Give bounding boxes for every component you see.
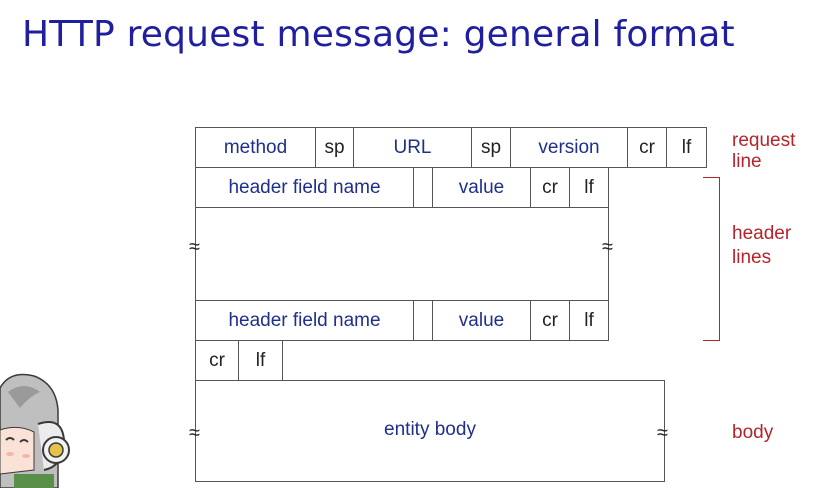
separator-cell — [414, 301, 433, 340]
ellipsis-symbol: ≈ — [189, 422, 200, 444]
cr-cell: cr — [531, 301, 570, 340]
method-cell: method — [196, 128, 316, 167]
ellipsis-symbol: ≈ — [602, 236, 613, 258]
header-lines-block: header field name value cr lf header fie… — [195, 167, 609, 341]
value-cell: value — [433, 168, 531, 207]
header-field-name-cell: header field name — [196, 301, 414, 340]
sp-cell: sp — [472, 128, 511, 167]
header-lines-label: header lines — [732, 222, 791, 270]
blank-line-row: cr lf — [195, 340, 283, 381]
version-cell: version — [511, 128, 628, 167]
header-lines-label-line-1: header — [732, 223, 792, 244]
header-lines-label-line-2: lines — [732, 247, 772, 268]
cr-cell: cr — [628, 128, 667, 167]
lf-cell: lf — [584, 309, 594, 331]
cr-cell: cr — [531, 168, 570, 207]
request-line-label-line-1: request — [732, 130, 796, 151]
value-cell: value — [433, 301, 531, 340]
ellipsis-symbol: ≈ — [189, 236, 200, 258]
request-line-label: request line — [732, 130, 795, 172]
request-line-row: method sp URL sp version cr lf — [195, 127, 707, 168]
page-title: HTTP request message: general format — [22, 14, 735, 55]
lf-cell: lf — [584, 176, 594, 198]
lf-cell: lf — [255, 349, 266, 371]
header-row: header field name value cr lf — [196, 168, 608, 208]
ellipsis-symbol: ≈ — [657, 422, 668, 444]
separator-cell — [414, 168, 433, 207]
header-field-name-cell: header field name — [196, 168, 414, 207]
request-line-label-line-2: line — [732, 151, 762, 172]
entity-body-box: entity body — [195, 380, 665, 482]
sp-cell: sp — [316, 128, 354, 167]
entity-body-label: entity body — [384, 419, 476, 440]
header-row: header field name value cr lf — [196, 300, 608, 340]
header-lines-bracket — [703, 177, 720, 341]
body-label: body — [732, 422, 774, 443]
lf-cell: lf — [681, 136, 692, 158]
cr-cell: cr — [196, 341, 239, 380]
url-cell: URL — [354, 128, 472, 167]
mascot-avatar — [0, 373, 70, 488]
